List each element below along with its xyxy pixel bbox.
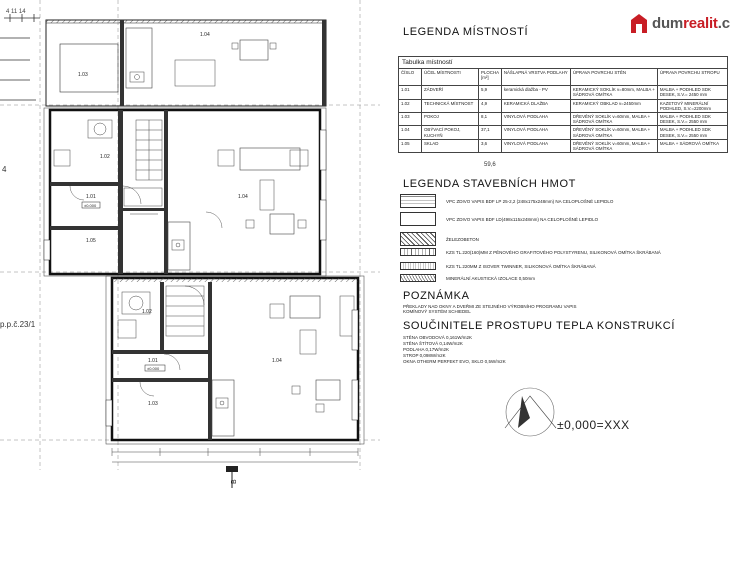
section-mark: B [231,479,238,484]
parcel-label: p.p.č.23/1 [0,320,36,329]
legend-item: ŽELEZOBETON [400,232,479,246]
level-box-upper: ±0.000 [84,203,97,208]
thermal-line: PODLAHA 0,17W/m2K [403,347,450,352]
room-label: 1.02 [142,309,152,315]
left-edge-marks [0,14,40,101]
left-top-marks: 4 11 14 [6,9,26,15]
room-table-header: ČÍSLO ÚČEL MÍSTNOSTI PLOCHA [m²] NÁŠLAPN… [398,68,729,87]
room-label: 1.01 [86,194,96,200]
level-mark: ±0,000=XXX [557,418,630,432]
brick-pattern-icon [400,194,436,208]
legend-rooms-title: LEGENDA MÍSTNOSTÍ [403,26,529,38]
legend-materials-title: LEGENDA STAVEBNÍCH HMOT [403,178,576,190]
blank-pattern-icon [400,212,436,226]
legend-item: KZS TL.220MM Z ISOVER TWINNER, SILIKONOV… [400,262,596,270]
zigzag-pattern-icon [400,274,436,282]
hatch-pattern-icon [400,232,436,246]
room-label: 1.04 [272,358,282,364]
insulation-pattern-icon [400,248,436,256]
brand-logo: dumrealit.c [630,10,730,36]
thermal-line: STĚNA ŠTÍTOVÁ 0,14W/m2K [403,341,463,346]
room-label: 1.02 [100,154,110,160]
thermal-line: STROP 0,098W/m2K [403,353,446,358]
legend-item: KZS TL.220(160)MM Z PĚNOVÉHO GRAFITOVÉHO… [400,248,661,256]
room-label: 1.04 [200,32,210,38]
level-box-lower: ±0.000 [147,366,160,371]
legend-item: MINERÁLNÍ AKUSTICKÁ IZOLACE 0,50mm [400,274,535,282]
note-title: POZNÁMKA [403,290,470,302]
left-side-label: 4 [2,165,7,174]
mineral-wool-pattern-icon [400,262,436,270]
thermal-line: OKNA OTHERM PERFEKT EVO, SKLO 0,5W/m2K [403,359,506,364]
room-label: 1.03 [148,401,158,407]
room-area-total: 59,6 [484,162,496,168]
note-line: PŘEKLADY NAD OKNY A DVEŘMI ZE STEJNÉHO V… [403,304,577,309]
room-label: 1.05 [86,238,96,244]
level-boxes: ±0.000 ±0.000 [81,201,166,372]
room-label: 1.01 [148,358,158,364]
room-label: 1.04 [238,194,248,200]
thermal-line: STĚNA OBVODOVÁ 0,161W/m2K [403,335,473,340]
room-labels: 1.04 1.03 1.02 1.01 1.05 1.04 1.02 1.01 … [78,32,282,407]
room-table-caption: Tabulka místností [398,55,728,70]
north-arrow-icon [504,387,557,437]
brand-wordmark: dumrealit.c [652,14,730,32]
lower-unit [105,275,365,488]
room-table: Tabulka místností ČÍSLO ÚČEL MÍSTNOSTI P… [398,55,729,154]
thermal-title: SOUČINITELE PROSTUPU TEPLA KONSTRUKCÍ [403,320,675,332]
note-line: KOMÍNOVÝ SYSTÉM SCHIEDEL [403,309,471,314]
room-label: 1.03 [78,72,88,78]
legend-item: VPC ZDIVO VAPIS BDF LD(498x115x248mm) NA… [400,212,598,226]
legend-item: VPC ZDIVO VAPIS BDF LP 25-2,2 (248x175x2… [400,194,613,208]
house-logo-icon [630,12,648,34]
